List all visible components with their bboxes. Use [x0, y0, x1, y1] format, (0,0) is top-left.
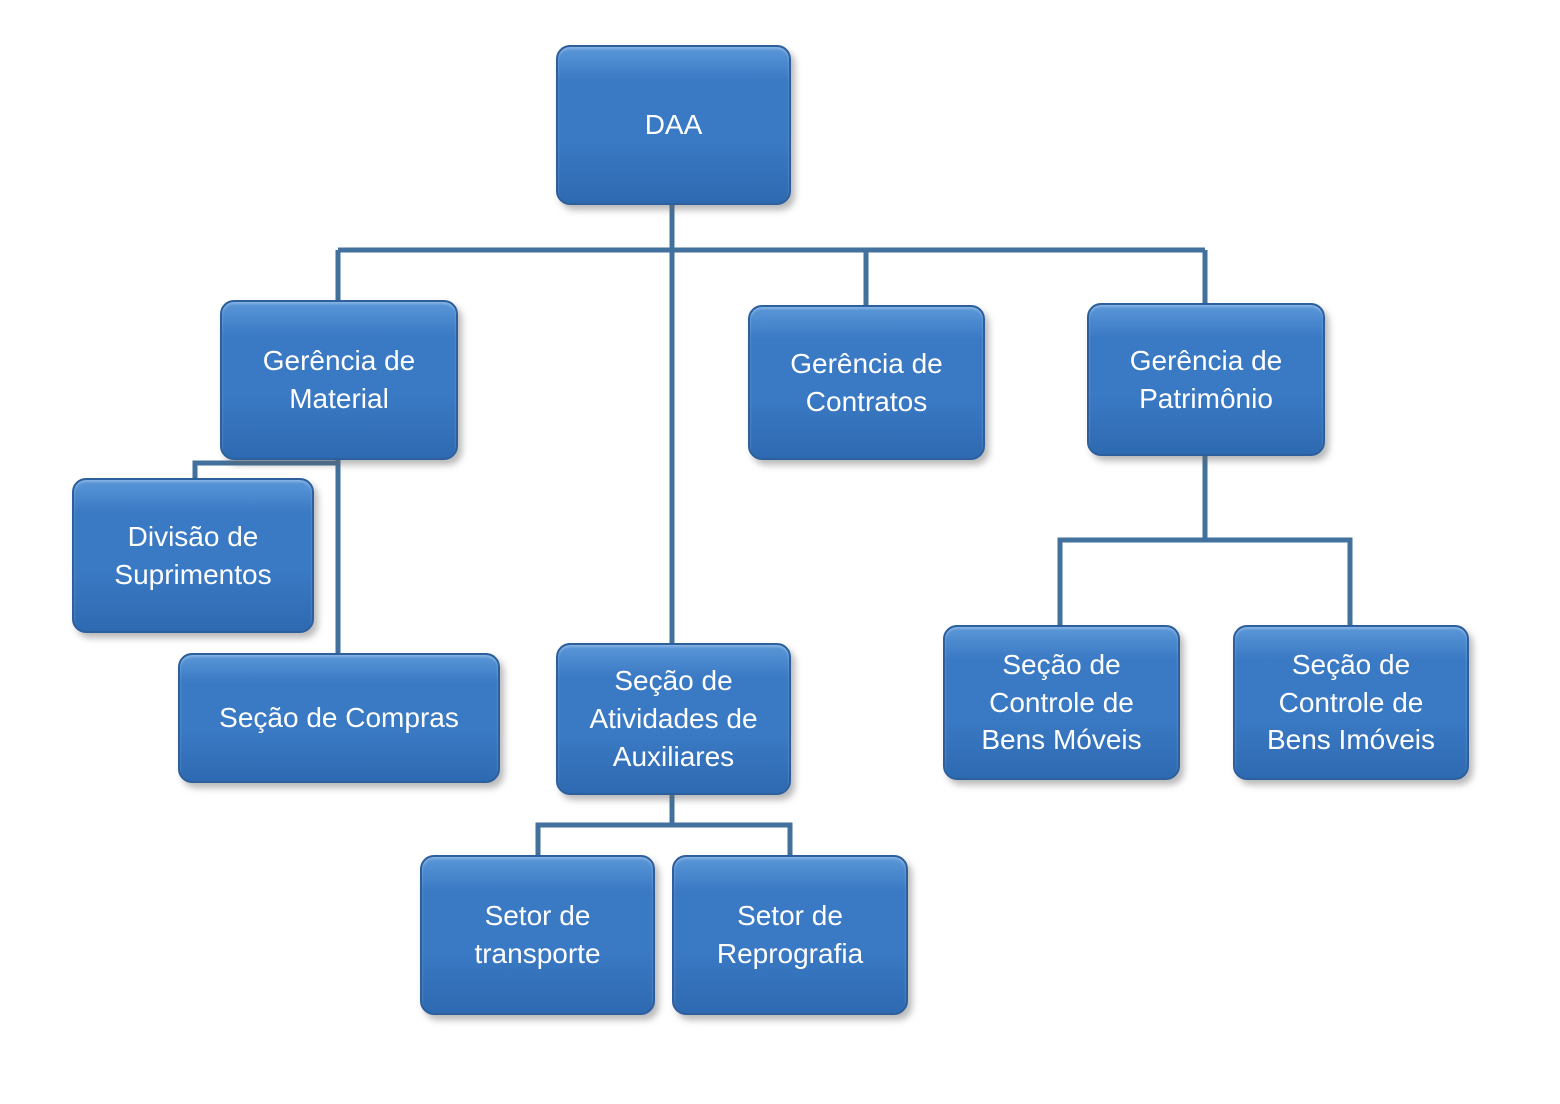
node-secao-de-controle-de-bens-imoveis: Seção de Controle de Bens Imóveis: [1233, 625, 1469, 780]
node-setor-de-transporte: Setor de transporte: [420, 855, 655, 1015]
node-setor-de-reprografia: Setor de Reprografia: [672, 855, 908, 1015]
node-secao-de-controle-de-bens-moveis: Seção de Controle de Bens Móveis: [943, 625, 1180, 780]
connector-material-to-suprimentos: [192, 460, 338, 478]
node-secao-de-atividades-de-auxiliares: Seção de Atividades de Auxiliares: [556, 643, 791, 795]
node-daa: DAA: [556, 45, 791, 205]
node-gerencia-de-patrimonio: Gerência de Patrimônio: [1087, 303, 1325, 456]
connector-patrimonio-rail: [1057, 537, 1353, 625]
node-secao-de-compras: Seção de Compras: [178, 653, 500, 783]
node-gerencia-de-contratos: Gerência de Contratos: [748, 305, 985, 460]
node-gerencia-de-material: Gerência de Material: [220, 300, 458, 460]
connector-atividades-rail: [535, 822, 793, 855]
node-divisao-de-suprimentos: Divisão de Suprimentos: [72, 478, 314, 633]
